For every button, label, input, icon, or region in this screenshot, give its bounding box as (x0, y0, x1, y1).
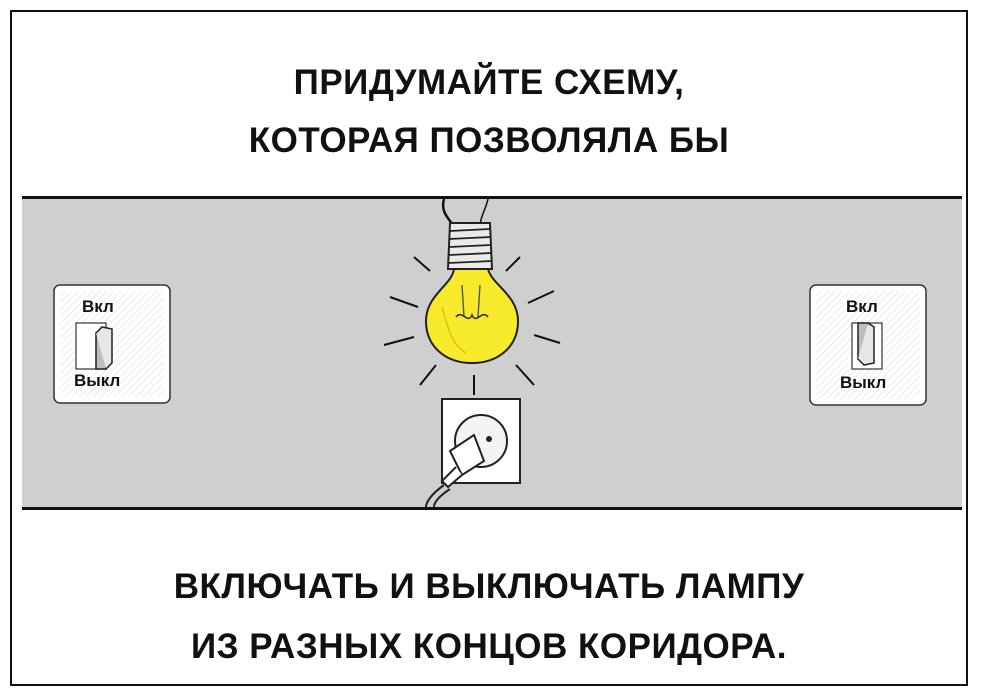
corridor: Вкл Выкл Вкл Выкл (22, 196, 962, 510)
top-heading-line-2: КОТОРАЯ ПОЗВОЛЯЛА БЫ (248, 121, 730, 160)
right-switch-off-label: Выкл (840, 373, 887, 392)
left-wall-switch-icon (53, 284, 171, 404)
left-switch-toggle-icon (95, 326, 113, 370)
left-switch-off-label: Выкл (74, 371, 121, 390)
plug-icon (425, 433, 486, 507)
right-switch-on-label: Вкл (846, 297, 878, 316)
bottom-heading: ВКЛЮЧАТЬ И ВЫКЛЮЧАТЬ ЛАМПУ ИЗ РАЗНЫХ КОН… (12, 557, 966, 677)
light-bulb-icon (424, 222, 520, 365)
top-heading: ПРИДУМАЙТЕ СХЕМУ, КОТОРАЯ ПОЗВОЛЯЛА БЫ (12, 54, 966, 170)
top-heading-line-1: ПРИДУМАЙТЕ СХЕМУ, (293, 63, 685, 102)
light-rays (383, 256, 561, 395)
right-wall-switch-icon (809, 284, 927, 406)
corridor-illustration (53, 199, 927, 507)
bottom-heading-line-2: ИЗ РАЗНЫХ КОНЦОВ КОРИДОРА. (190, 627, 788, 666)
right-switch-toggle-icon (857, 322, 875, 366)
left-switch-on-label: Вкл (82, 297, 114, 316)
bottom-heading-line-1: ВКЛЮЧАТЬ И ВЫКЛЮЧАТЬ ЛАМПУ (173, 567, 805, 606)
